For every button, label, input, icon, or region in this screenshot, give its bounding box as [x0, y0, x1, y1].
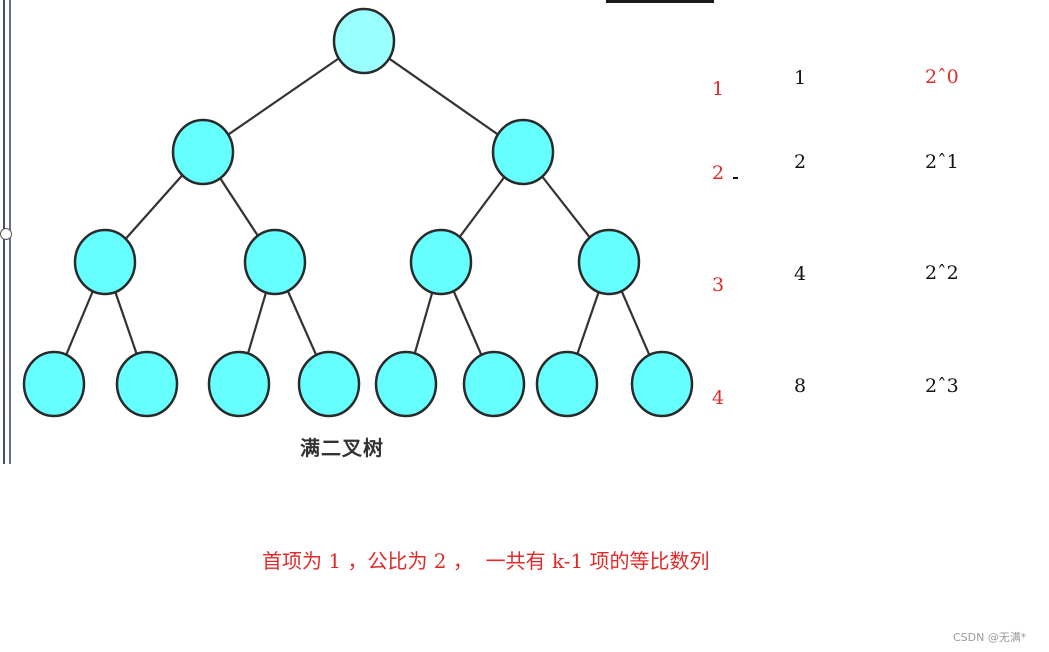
- stray-mark: [733, 177, 738, 179]
- tree-node: [297, 350, 361, 418]
- tree-node: [374, 350, 438, 418]
- node-count: 8: [794, 375, 807, 397]
- geometric-series-summary: 首项为 1 ，公比为 2 ， 一共有 k-1 项的等比数列: [262, 549, 710, 573]
- level-label: 2: [712, 162, 725, 184]
- csdn-watermark: CSDN @无满*: [953, 631, 1027, 644]
- tree-node: [630, 350, 694, 418]
- tree-node: [73, 228, 137, 296]
- node-count: 2: [794, 151, 807, 173]
- tree-node: [171, 118, 235, 186]
- tree-node: [22, 350, 86, 418]
- tree-node: [577, 228, 641, 296]
- tree-node: [409, 228, 473, 296]
- rail-handle[interactable]: [0, 228, 12, 240]
- full-binary-tree-diagram: [22, 7, 694, 418]
- tree-root-node: [332, 7, 396, 75]
- level-label: 3: [712, 274, 725, 296]
- power-of-two: 2ˆ2: [925, 262, 959, 284]
- power-of-two: 2ˆ0: [925, 66, 959, 88]
- level-label: 1: [712, 78, 725, 100]
- node-count: 1: [794, 67, 807, 89]
- level-label: 4: [712, 387, 725, 409]
- tree-node: [491, 118, 555, 186]
- tree-node: [462, 350, 526, 418]
- tree-edge: [202, 40, 365, 153]
- tree-caption: 满二叉树: [300, 436, 384, 460]
- top-edge-bar: [606, 0, 714, 3]
- tree-node: [535, 350, 599, 418]
- tree-edge: [363, 40, 524, 153]
- power-of-two: 2ˆ1: [925, 151, 959, 173]
- tree-node: [207, 350, 271, 418]
- node-count: 4: [794, 263, 807, 285]
- tree-node: [243, 228, 307, 296]
- power-of-two: 2ˆ3: [925, 375, 959, 397]
- tree-node: [115, 350, 179, 418]
- left-scroll-rail[interactable]: [0, 0, 14, 464]
